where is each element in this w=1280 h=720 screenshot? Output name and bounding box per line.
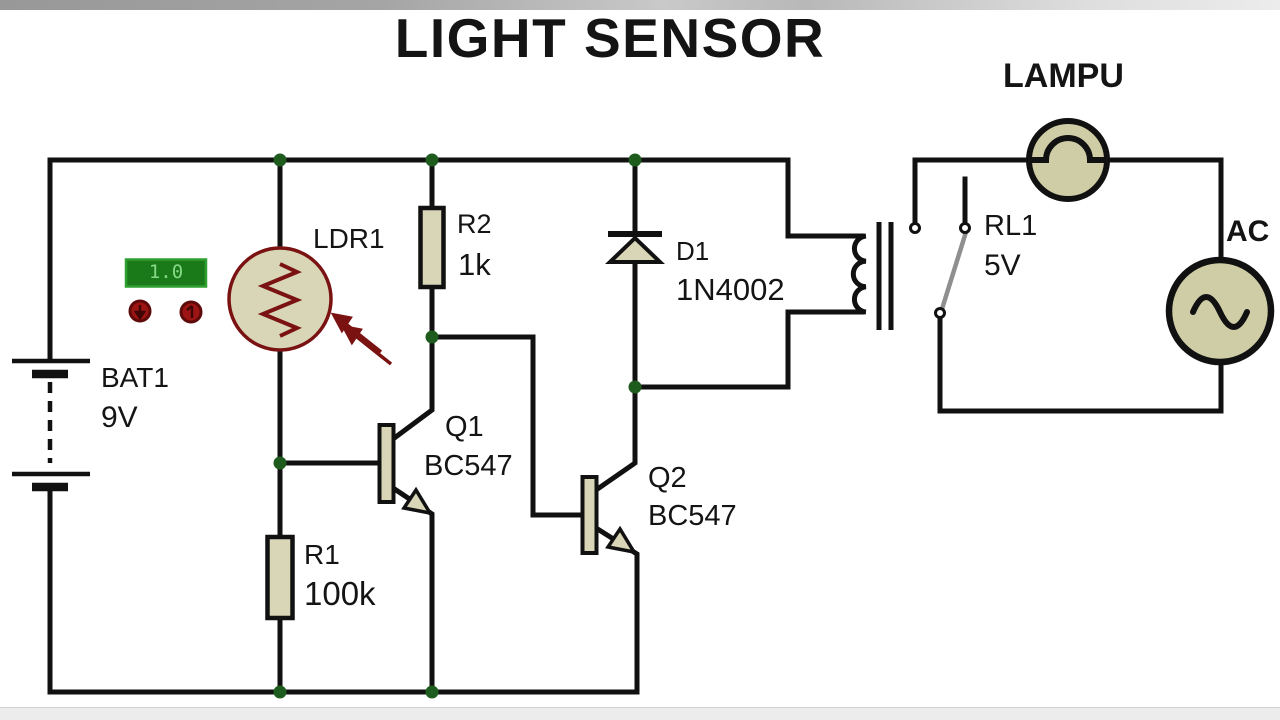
label-d1-value: 1N4002: [676, 272, 785, 307]
top-letterbox-bar: [0, 0, 1280, 10]
wire-q2-collector: [592, 384, 638, 494]
label-q1-ref: Q1: [445, 411, 484, 443]
junction-dot: [273, 685, 287, 699]
wire-relay-top-lead: [785, 157, 865, 239]
ldr-symbol[interactable]: [227, 246, 393, 366]
ac-source-symbol[interactable]: [1165, 256, 1275, 366]
relay-switch-symbol[interactable]: [909, 222, 971, 319]
value-display[interactable]: [124, 258, 208, 288]
lamp-body: [1026, 118, 1110, 202]
label-d1-ref: D1: [676, 236, 710, 266]
wire-ac-bottom: [937, 315, 1224, 414]
label-q2-value: BC547: [648, 500, 737, 532]
coil-arcs: [850, 233, 867, 315]
sine-wave-icon: [1190, 294, 1250, 330]
digit-one-icon: [186, 305, 194, 318]
logic-probe-left[interactable]: [128, 299, 152, 323]
relay-coil-symbol[interactable]: [850, 222, 894, 330]
logic-probe-right[interactable]: [179, 300, 203, 324]
q2-base-bar: [580, 475, 599, 555]
page-title: LIGHT SENSOR: [394, 7, 826, 69]
label-q2-ref: Q2: [648, 462, 687, 494]
label-ldr1-ref: LDR1: [313, 223, 385, 254]
label-r1-value: 100k: [304, 575, 376, 612]
battery-symbol[interactable]: [12, 358, 90, 492]
wire-q1-collector: [389, 334, 435, 443]
arrow-down-icon: [133, 305, 147, 321]
label-lamp: LAMPU: [1003, 57, 1124, 95]
display-value: 1.0: [148, 261, 184, 283]
junction-dot: [425, 685, 439, 699]
label-q1-value: BC547: [424, 450, 513, 482]
label-r1-ref: R1: [304, 539, 340, 570]
junction-dots: [273, 153, 642, 699]
transistor-q2-symbol[interactable]: [580, 475, 638, 555]
bottom-letterbox-bar: [0, 707, 1280, 720]
switch-pin-left: [909, 222, 921, 234]
q1-emitter-arrow: [401, 486, 434, 516]
junction-dot: [425, 153, 439, 167]
junction-dot: [628, 153, 642, 167]
junction-dot: [273, 456, 287, 470]
wire-q1c-to-q2b: [429, 334, 586, 518]
label-ac: AC: [1226, 215, 1270, 248]
lamp-symbol[interactable]: [1026, 118, 1110, 202]
transistor-q1-symbol[interactable]: [377, 423, 434, 516]
label-rl1-ref: RL1: [984, 210, 1038, 242]
diode-triangle: [605, 235, 665, 264]
wire-relay-bottom-lead: [632, 309, 791, 390]
switch-pin-bottom: [934, 307, 946, 319]
q1-base-bar: [377, 423, 396, 504]
label-rl1-value: 5V: [984, 249, 1021, 282]
q2-emitter-arrow: [605, 525, 638, 555]
ldr-zigzag: [257, 262, 303, 338]
resistor-r1-symbol[interactable]: [265, 534, 295, 621]
resistor-r2-symbol[interactable]: [418, 205, 446, 290]
wire-q1-emitter: [389, 484, 435, 695]
junction-dot: [425, 330, 439, 344]
label-bat1-value: 9V: [101, 401, 138, 434]
label-r2-ref: R2: [457, 209, 492, 239]
diode-symbol[interactable]: [605, 231, 665, 264]
light-arrows-icon: [330, 312, 393, 366]
label-bat1-ref: BAT1: [101, 362, 169, 393]
switch-pin-right: [959, 222, 971, 234]
junction-dot: [273, 153, 287, 167]
junction-dot: [628, 380, 642, 394]
switch-armature: [939, 229, 969, 312]
ldr-body: [227, 246, 333, 352]
label-r2-value: 1k: [458, 247, 491, 282]
lamp-filament-arc: [1030, 135, 1106, 163]
